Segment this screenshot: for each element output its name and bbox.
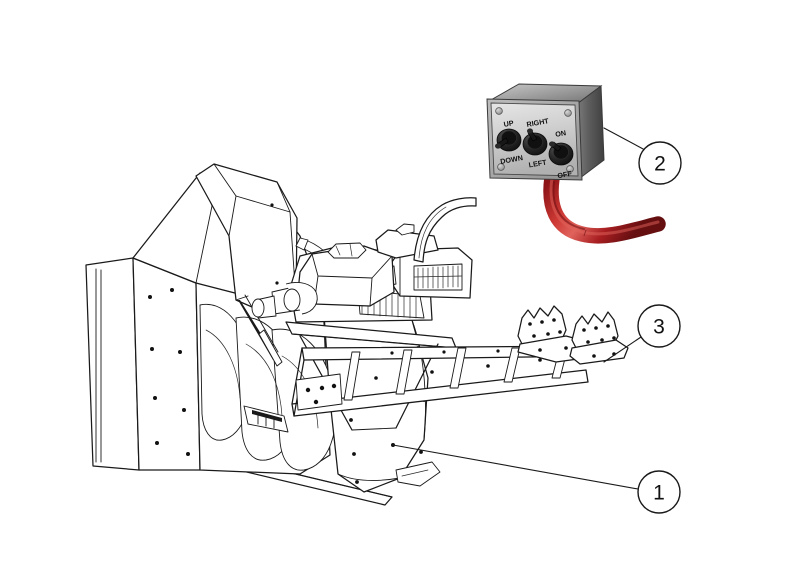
callout-2-leader (603, 127, 646, 151)
callout-1: 1 (391, 443, 681, 514)
fuel-tank (297, 223, 439, 307)
machine-illustration (85, 163, 629, 506)
callout-1-leader (392, 444, 639, 490)
callout-2-number: 2 (654, 153, 666, 176)
power-cable (543, 170, 666, 244)
right-left-switch-label-bottom: LEFT (528, 157, 548, 169)
on-off-switch-label-bottom: OFF (557, 169, 573, 180)
callout-3-circle[interactable] (637, 304, 681, 348)
callout-2-circle[interactable] (638, 141, 682, 185)
screw-bottom-left (497, 163, 505, 171)
frame-rail (291, 345, 607, 417)
auger-hub (243, 405, 289, 433)
callout-3-leader (603, 336, 642, 363)
up-down-switch[interactable] (495, 128, 522, 152)
mounting-bracket-right (569, 311, 629, 365)
faceplate-screws (495, 107, 574, 173)
up-down-switch-label-top: UP (503, 118, 515, 129)
right-left-switch-label-top: RIGHT (526, 116, 550, 129)
callout-3-number: 3 (653, 316, 665, 339)
side-skid-panel (85, 257, 201, 471)
control-box: UP DOWN RIGHT LEFT ON OFF (486, 83, 605, 181)
screw-bottom-right (566, 165, 574, 173)
callout-3: 3 (603, 304, 681, 363)
callout-2: 2 (603, 127, 682, 185)
up-down-switch-label-bottom: DOWN (500, 153, 524, 166)
callout-1-circle[interactable] (637, 470, 681, 514)
screw-top-right (564, 109, 572, 117)
muffler-handle-tube (413, 197, 477, 263)
right-left-switch[interactable] (522, 128, 548, 156)
screw-top-left (495, 107, 503, 115)
callout-1-number: 1 (653, 482, 665, 505)
on-off-switch-label-top: ON (554, 128, 566, 139)
on-off-switch[interactable] (548, 141, 574, 166)
drive-assembly (251, 281, 318, 319)
